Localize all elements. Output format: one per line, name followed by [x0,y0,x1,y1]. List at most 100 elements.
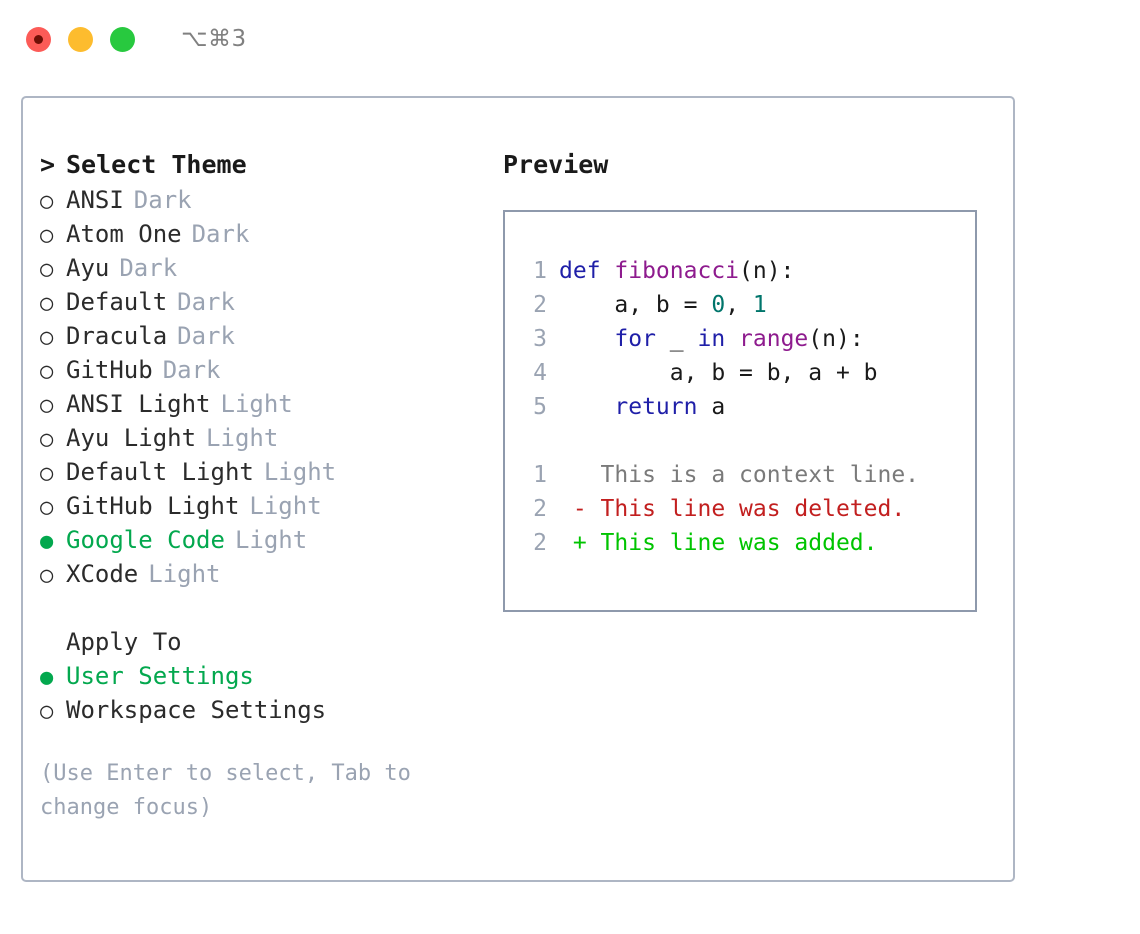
theme-name-label: Google Code [66,526,225,554]
theme-variant-tag: Light [148,560,221,588]
radio-unselected-icon[interactable]: ○ [40,189,54,214]
apply-to-item[interactable]: ○ Workspace Settings [40,693,490,727]
line-number: 4 [533,360,547,386]
radio-unselected-icon[interactable]: ○ [40,291,54,316]
theme-list-item[interactable]: ○ Ayu Dark [40,251,490,285]
apply-to-label: Workspace Settings [66,696,327,724]
title-bar: ⌥⌘3 [0,0,1140,78]
code-line: 3 for _ in range(n): [521,322,975,356]
code-line: 5 return a [521,390,975,424]
theme-name-label: Default Light [66,458,254,486]
radio-unselected-icon[interactable]: ○ [40,325,54,350]
theme-variant-tag: Light [234,526,308,554]
theme-list-item[interactable]: ○ ANSI Dark [40,183,490,217]
code-token: a [697,394,726,420]
apply-to-list: ● User Settings ○ Workspace Settings [40,659,490,727]
code-token: 0 [711,292,726,318]
code-line-content: a, b = 0, 1 [559,288,766,322]
line-number: 5 [533,394,547,420]
code-line-content: a, b = b, a + b [559,356,878,390]
minimize-button[interactable] [68,26,93,52]
code-token: range [739,326,809,352]
theme-list-item[interactable]: ○ XCode Light [40,557,490,591]
diff-line: 1 This is a context line. [521,458,975,492]
traffic-light-group [26,26,135,52]
theme-list-item[interactable]: ○ Dracula Dark [40,319,490,353]
zoom-button[interactable] [110,26,135,52]
theme-variant-tag: Light [220,390,293,418]
theme-list-item[interactable]: ○ Atom One Dark [40,217,490,251]
code-line: 4 a, b = b, a + b [521,356,975,390]
theme-name-label: ANSI Light [66,390,211,418]
diff-line: 2 - This line was deleted. [521,492,975,526]
theme-name-label: Ayu Light [66,424,197,452]
line-number: 1 [533,258,547,284]
code-token: for [614,326,656,352]
theme-variant-tag: Light [249,492,322,520]
theme-variant-tag: Dark [119,254,178,282]
code-token: in [697,326,726,352]
apply-to-item[interactable]: ● User Settings [40,659,490,693]
keyboard-shortcut-label: ⌥⌘3 [181,26,247,52]
theme-list-item[interactable]: ○ ANSI Light Light [40,387,490,421]
diff-line-content: This is a context line. [559,462,920,488]
apply-to-label: User Settings [66,662,254,690]
code-token: (n): [739,258,795,284]
diff-line-number: 1 [533,462,547,488]
radio-selected-icon[interactable]: ● [40,665,54,690]
radio-unselected-icon[interactable]: ○ [40,427,54,452]
theme-name-label: Atom One [66,220,182,248]
diff-line-number: 2 [533,530,547,556]
close-button[interactable] [26,26,51,52]
code-spacer [521,424,975,458]
theme-name-label: ANSI [66,186,124,214]
theme-name-label: Dracula [66,322,168,350]
theme-variant-tag: Dark [177,288,235,316]
radio-unselected-icon[interactable]: ○ [40,393,54,418]
code-line-content: for _ in range(n): [559,322,863,356]
code-token [559,326,614,352]
theme-list-header: > Select Theme [40,147,490,183]
diff-line-number: 2 [533,496,547,522]
diff-line-content: + This line was added. [559,530,878,556]
theme-variant-tag: Dark [133,186,192,214]
theme-variant-tag: Light [263,458,337,486]
code-token: a, b = [559,292,712,318]
theme-variant-tag: Light [206,424,279,452]
code-line-content: def fibonacci(n): [559,254,794,288]
radio-unselected-icon[interactable]: ○ [40,257,54,282]
code-token: _ [655,326,698,352]
theme-name-label: XCode [66,560,139,588]
radio-selected-icon[interactable]: ● [40,529,54,554]
code-line: 1 def fibonacci(n): [521,254,975,288]
diff-line: 2 + This line was added. [521,526,975,560]
theme-list-item[interactable]: ○ Ayu Light Light [40,421,490,455]
theme-list-item[interactable]: ○ GitHub Light Light [40,489,490,523]
radio-unselected-icon[interactable]: ○ [40,563,54,588]
theme-list-header-label: Select Theme [66,150,247,179]
radio-unselected-icon[interactable]: ○ [40,495,54,520]
line-number: 2 [533,292,547,318]
list-spacer [40,591,490,625]
theme-name-label: Ayu [66,254,110,282]
theme-variant-tag: Dark [177,322,235,350]
theme-list-item[interactable]: ● Google Code Light [40,523,490,557]
radio-unselected-icon[interactable]: ○ [40,359,54,384]
apply-to-header-label: Apply To [66,628,182,656]
radio-unselected-icon[interactable]: ○ [40,461,54,486]
radio-unselected-icon[interactable]: ○ [40,699,54,724]
code-line: 2 a, b = 0, 1 [521,288,975,322]
theme-name-label: GitHub [66,356,153,384]
theme-name-label: GitHub Light [66,492,240,520]
radio-unselected-icon[interactable]: ○ [40,223,54,248]
theme-variant-tag: Dark [191,220,250,248]
theme-list-item[interactable]: ○ Default Light Light [40,455,490,489]
code-token [725,326,739,352]
